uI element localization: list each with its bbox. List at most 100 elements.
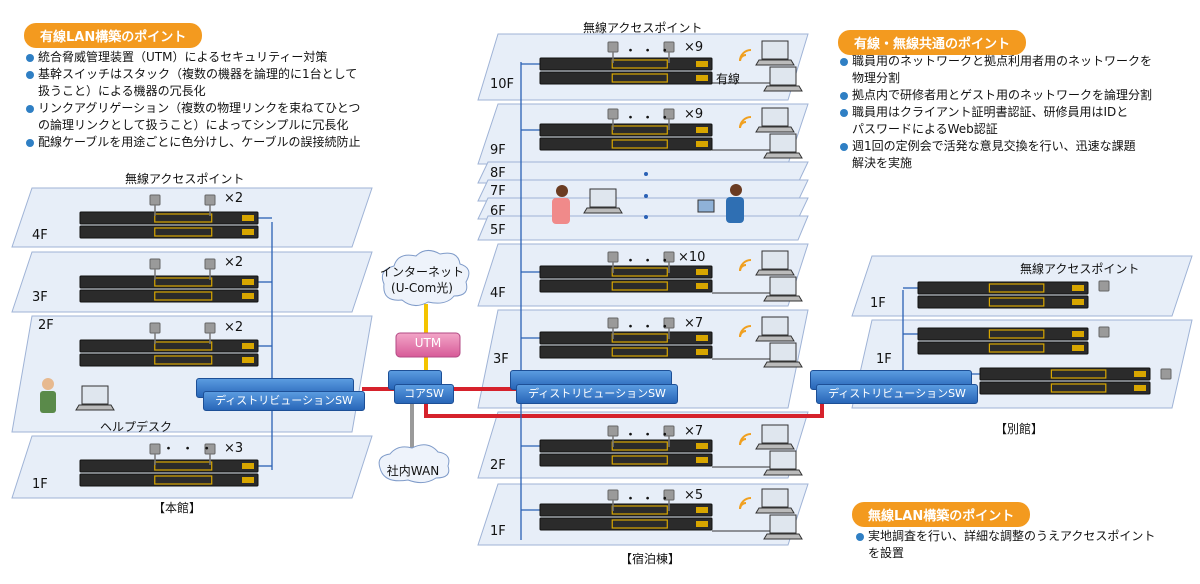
access-point-icon: [149, 443, 161, 455]
lodging-floor-label: 10F: [490, 77, 515, 92]
switch-port-led: [1072, 345, 1084, 351]
laptop-base: [763, 85, 803, 92]
switch-ports: [1050, 383, 1107, 393]
laptop-base: [763, 295, 803, 302]
switch-port-led: [696, 335, 708, 341]
common-points-header: 有線・無線共通のポイント: [838, 30, 1027, 55]
lodging-ap-count: ×9: [684, 107, 704, 122]
laptop-base: [755, 507, 795, 514]
access-point-icon: [149, 258, 161, 270]
laptop-base: [755, 443, 795, 450]
wifi-icon: [739, 325, 752, 338]
switch-ports: [154, 227, 213, 237]
switch-port-led: [1134, 385, 1146, 391]
network-switch: [917, 341, 1089, 355]
lodging-ap-label: 無線アクセスポイント: [583, 21, 703, 35]
lodging-ap-count: ×7: [684, 424, 704, 439]
lodging-floor-label: 5F: [490, 223, 506, 238]
switch-port-led: [242, 357, 254, 363]
wireless-points-header: 無線LAN構築のポイント: [852, 502, 1031, 527]
person-body: [726, 197, 744, 223]
floor-plane: [477, 215, 809, 241]
network-switch: [539, 279, 713, 293]
wired-point-item: リンクアグリゲーション（複数の物理リンクを束ねてひとつ: [26, 100, 361, 117]
main-dist-switch: ディストリビューションSW: [203, 391, 365, 411]
lodging-dots: ・ ・ ・: [624, 111, 672, 126]
wifi-icon: [739, 433, 752, 446]
network-switch: [979, 367, 1151, 381]
lodging-floor-label: 4F: [490, 286, 506, 301]
common-point-item-cont: 解決を実施: [852, 156, 913, 170]
laptop-icon: [761, 488, 789, 508]
wireless-point-item-cont: を設置: [868, 546, 905, 560]
switch-port-led: [242, 343, 254, 349]
switch-ports: [611, 125, 668, 135]
lodging-dots: ・ ・ ・: [624, 320, 672, 335]
switch-port-led: [696, 349, 708, 355]
switch-ports: [611, 347, 668, 357]
laptop-base: [763, 361, 803, 368]
switch-port-led: [696, 75, 708, 81]
switch-ports: [154, 341, 213, 351]
lodging-ap-count: ×9: [684, 40, 704, 55]
lodging-floor-label: 2F: [490, 458, 506, 473]
laptop-base: [75, 404, 115, 411]
wired-point-item: 基幹スイッチはスタック（複数の機器を論理的に1台として: [26, 66, 361, 83]
switch-port-led: [1072, 331, 1084, 337]
switch-ports: [1050, 369, 1107, 379]
wired-points-header: 有線LAN構築のポイント: [24, 23, 203, 48]
annex-dist-switch: ディストリビューションSW: [816, 384, 978, 404]
wan-label: 社内WAN: [386, 464, 440, 478]
switch-port-led: [242, 229, 254, 235]
access-point-icon: [607, 41, 619, 53]
switch-port-led: [696, 507, 708, 513]
main-ap-count: ×2: [224, 320, 244, 335]
laptop-icon: [761, 107, 789, 127]
laptop-icon: [761, 250, 789, 270]
helpdesk-person-body: [40, 391, 56, 413]
wifi-icon: [739, 116, 752, 129]
switch-ports: [988, 343, 1045, 353]
main-floor-label: 2F: [38, 318, 54, 333]
access-point-icon: [607, 108, 619, 120]
lodging-floor-label: 1F: [490, 524, 506, 539]
tablet-icon: [697, 199, 715, 213]
laptop-icon: [81, 385, 109, 405]
switch-ports: [988, 283, 1045, 293]
network-switch: [917, 295, 1089, 309]
annex-floor-label: 1F: [876, 352, 892, 367]
access-point-icon: [1098, 280, 1110, 292]
laptop-icon: [761, 40, 789, 60]
network-switch: [917, 327, 1089, 341]
utm-device: [395, 332, 461, 358]
core-switch: コアSW: [394, 384, 454, 404]
laptop-base: [755, 59, 795, 66]
access-point-icon: [607, 425, 619, 437]
main-building-caption: 【本館】: [153, 501, 202, 515]
laptop-icon: [589, 188, 617, 208]
lodging-floor-label: 3F: [493, 352, 509, 367]
wifi-icon: [739, 259, 752, 272]
laptop-icon: [769, 514, 797, 534]
switch-port-led: [696, 457, 708, 463]
switch-ports: [154, 461, 213, 471]
wired-point-item: 統合脅威管理装置（UTM）によるセキュリティー対策: [26, 49, 361, 66]
switch-ports: [611, 519, 668, 529]
main-ap-count: ×2: [224, 191, 244, 206]
laptop-icon: [761, 316, 789, 336]
network-switch: [979, 381, 1151, 395]
laptop-base: [763, 469, 803, 476]
network-switch: [79, 211, 259, 225]
access-point-icon: [149, 322, 161, 334]
switch-ports: [154, 213, 213, 223]
switch-ports: [611, 139, 668, 149]
access-point-icon: [204, 194, 216, 206]
switch-ports: [611, 333, 668, 343]
network-switch: [79, 473, 259, 487]
wireless-points-list: 実地調査を行い、詳細な調整のうえアクセスポイント を設置: [856, 528, 1155, 562]
switch-ports: [611, 455, 668, 465]
switch-ports: [611, 59, 668, 69]
lodging-caption: 【宿泊棟】: [620, 552, 681, 566]
main-floor-label: 3F: [32, 290, 48, 305]
person-body: [552, 198, 570, 224]
